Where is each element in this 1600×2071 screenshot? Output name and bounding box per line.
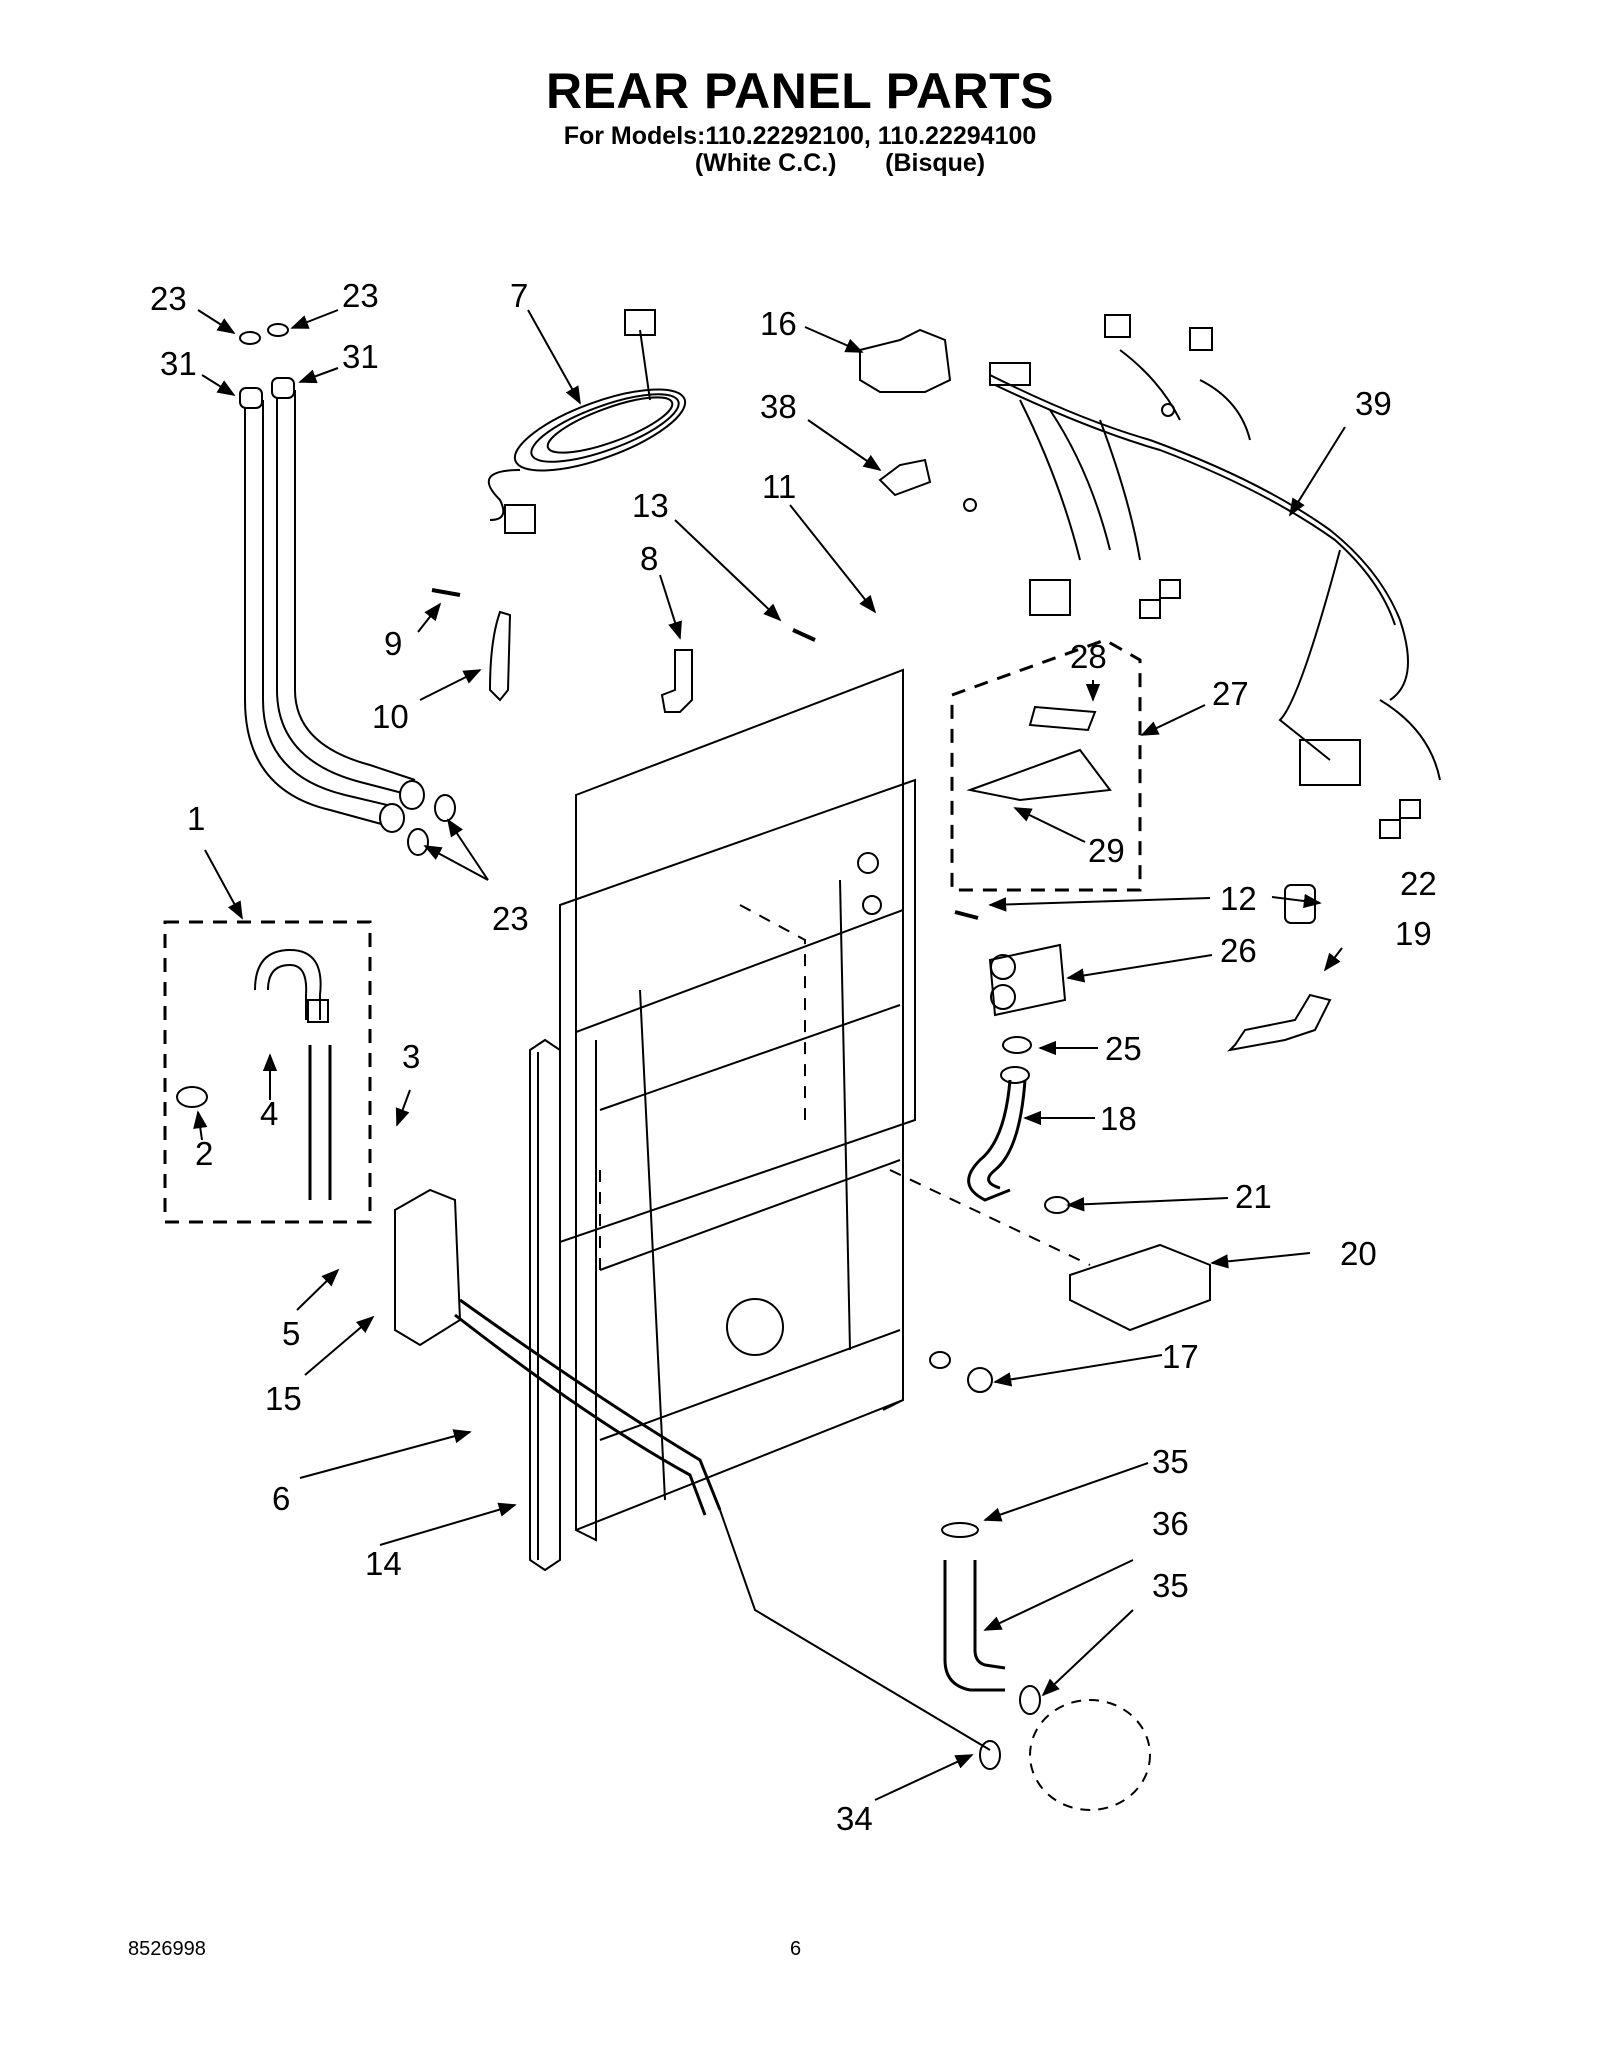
callout-1: 1 — [187, 800, 205, 837]
callout-39: 39 — [1355, 385, 1392, 422]
callout-26: 26 — [1220, 932, 1257, 969]
colors-line: (White C.C.) (Bisque) — [694, 149, 986, 177]
callout-27: 27 — [1212, 675, 1249, 712]
dispenser-kit-box — [950, 638, 1142, 892]
callout-7: 7 — [510, 277, 528, 314]
page-title: REAR PANEL PARTS — [545, 63, 1055, 119]
callout-18: 18 — [1100, 1100, 1137, 1137]
callout-23: 23 — [492, 900, 529, 937]
callout-35: 35 — [1152, 1443, 1189, 1480]
callout-10: 10 — [372, 698, 409, 735]
callout-8: 8 — [640, 540, 658, 577]
callout-12: 12 — [1220, 880, 1257, 917]
callout-13: 13 — [632, 487, 669, 524]
callout-labels: 23 23 31 31 7 16 38 39 13 11 8 9 10 28 2… — [150, 277, 1437, 1837]
callout-22: 22 — [1400, 865, 1437, 902]
drain-kit-box — [163, 920, 372, 1224]
callout-11: 11 — [762, 468, 796, 505]
callout-4: 4 — [260, 1095, 278, 1132]
document-number: 8526998 — [128, 1938, 206, 1960]
callout-36: 36 — [1152, 1505, 1189, 1542]
callout-20: 20 — [1340, 1235, 1377, 1272]
callout-35: 35 — [1152, 1567, 1189, 1604]
leader-arrows — [193, 309, 1346, 1801]
inlet-hoses — [239, 377, 425, 833]
rear-panel — [559, 668, 916, 1542]
power-cord — [487, 309, 687, 534]
callout-3: 3 — [402, 1038, 420, 1075]
callout-23: 23 — [150, 280, 187, 317]
page-number: 6 — [790, 1938, 802, 1960]
callout-5: 5 — [282, 1315, 300, 1352]
callout-38: 38 — [760, 388, 797, 425]
callout-29: 29 — [1088, 832, 1125, 869]
callout-23: 23 — [342, 277, 379, 314]
callout-19: 19 — [1395, 915, 1432, 952]
callout-25: 25 — [1105, 1030, 1142, 1067]
callout-9: 9 — [384, 625, 402, 662]
callout-14: 14 — [365, 1545, 402, 1582]
callout-31: 31 — [342, 338, 379, 375]
callout-16: 16 — [760, 305, 797, 342]
callout-34: 34 — [836, 1800, 873, 1837]
callout-2: 2 — [195, 1135, 213, 1172]
callout-21: 21 — [1235, 1178, 1272, 1215]
callout-6: 6 — [272, 1480, 290, 1517]
callout-15: 15 — [265, 1380, 302, 1417]
callout-31: 31 — [160, 345, 197, 382]
models-line: For Models:110.22292100, 110.22294100 — [563, 122, 1037, 150]
callout-17: 17 — [1162, 1338, 1199, 1375]
callout-28: 28 — [1070, 638, 1107, 675]
